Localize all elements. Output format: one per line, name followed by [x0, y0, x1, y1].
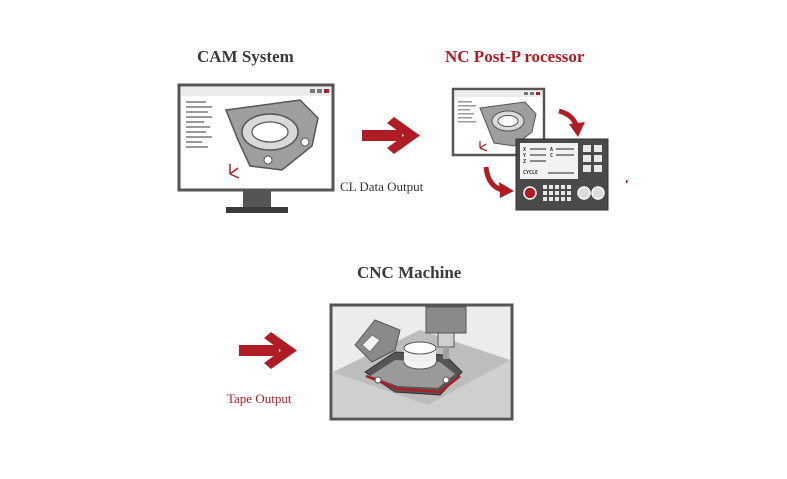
cnc-machine-title: CNC Machine	[357, 263, 462, 282]
axis-a-label: A	[550, 147, 553, 153]
axis-c-label: C	[550, 153, 553, 159]
arrow-right-icon	[239, 332, 297, 369]
cl-data-output-caption: CL Data Output	[340, 179, 424, 194]
axis-x-label: X	[523, 147, 526, 153]
stray-mark	[626, 180, 628, 183]
cnc-machine-icon	[329, 303, 514, 421]
arrow-right-icon	[362, 117, 420, 154]
curved-arrow-icon	[483, 166, 514, 198]
cam-monitor-icon	[177, 83, 335, 213]
cam-system-title: CAM System	[197, 47, 294, 66]
tape-output-caption: Tape Output	[227, 391, 292, 406]
curved-arrow-icon	[558, 108, 585, 137]
cycle-label: CYCLE	[523, 170, 538, 176]
postprocessor-monitor-icon	[451, 87, 546, 157]
axis-y-label: Y	[523, 153, 526, 159]
nc-postprocessor-title: NC Post-P rocessor	[445, 47, 585, 66]
nc-controller-icon: X Y Z A C CYCLE	[515, 138, 609, 211]
axis-z-label: Z	[523, 159, 526, 165]
